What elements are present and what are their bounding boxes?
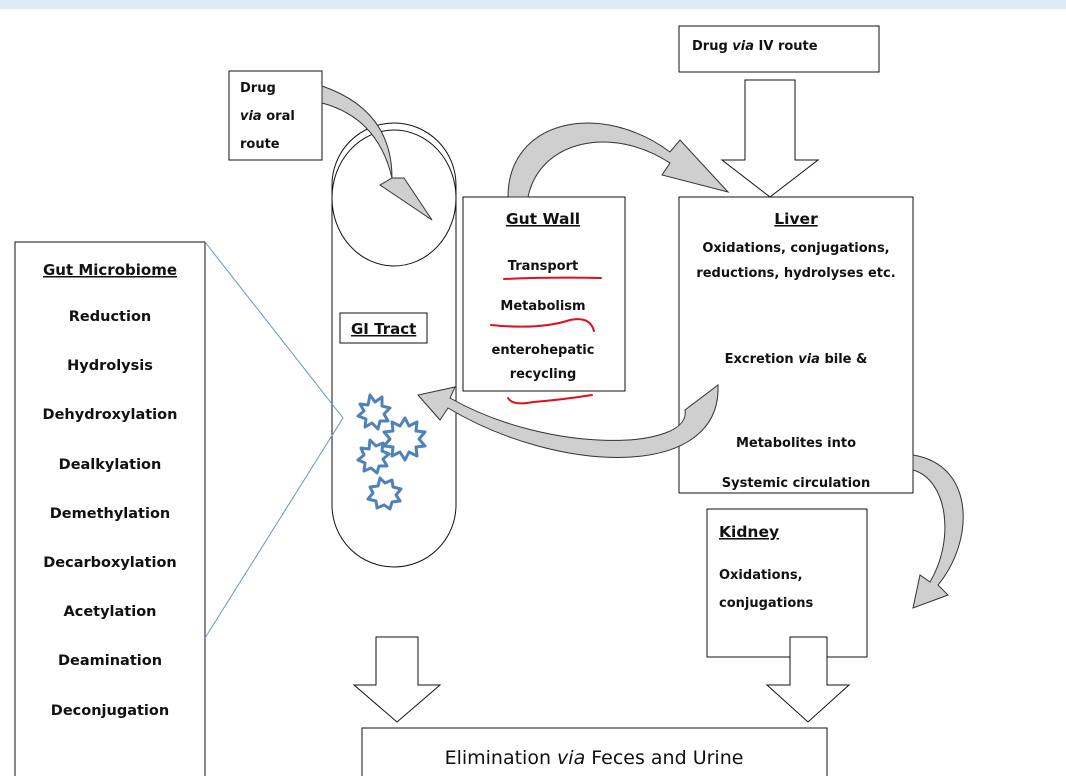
microbiome-item: Acetylation: [64, 604, 157, 620]
microbiome-item: Deamination: [58, 653, 162, 669]
top-bar: [0, 0, 1066, 9]
liver-metabolites: Metabolites into: [736, 436, 856, 451]
gut-microbiome-box: Gut Microbiome ReductionHydrolysisDehydr…: [14, 241, 206, 776]
liver-excretion: Excretion via bile &: [725, 352, 868, 367]
stomach-ellipse: [331, 129, 457, 267]
liver-line2: reductions, hydrolyses etc.: [696, 266, 895, 281]
microbiome-list: ReductionHydrolysisDehydroxylationDealky…: [43, 309, 178, 719]
microbiome-item: Dehydroxylation: [43, 407, 178, 423]
liver-systemic: Systemic circulation: [722, 476, 870, 491]
microbe-4: [366, 476, 403, 511]
oral-line1: Drug: [240, 81, 276, 96]
oral-curved-arrow: [321, 85, 433, 221]
microbiome-connector: [204, 241, 344, 639]
microbiome-item: Demethylation: [50, 506, 170, 522]
liver-title: Liver: [774, 210, 818, 228]
metabolism-underline: [490, 318, 595, 332]
kidney-line1: Oxidations,: [719, 568, 803, 583]
gut-wall-item-metabolism: Metabolism: [500, 299, 585, 314]
gutwall-to-liver-arrow: [507, 122, 730, 198]
microbiome-item: Deconjugation: [51, 703, 169, 719]
oral-route-box: Drug via oral route: [228, 70, 323, 161]
recycling-underline: [507, 394, 593, 405]
kidney-title: Kidney: [719, 523, 779, 541]
kidney-box: Kidney Oxidations, conjugations: [706, 508, 868, 658]
gut-wall-item-transport: Transport: [508, 259, 578, 274]
elimination-label: Elimination via Feces and Urine: [445, 747, 744, 769]
liver-box: Liver Oxidations, conjugations, reductio…: [678, 196, 914, 494]
gut-wall-box: Gut Wall Transport Metabolism enterohepa…: [462, 196, 626, 392]
microbiome-item: Hydrolysis: [67, 358, 153, 374]
gi-tract-label: GI Tract: [351, 320, 416, 338]
gut-wall-item-enterohepatic: enterohepatic: [492, 343, 595, 358]
transport-underline: [503, 276, 602, 280]
iv-label: Drug via IV route: [692, 39, 818, 54]
kidney-down-arrow: [765, 636, 851, 723]
iv-route-box: Drug via IV route: [678, 25, 880, 73]
microbe-2: [382, 416, 427, 462]
microbiome-item: Reduction: [69, 309, 151, 325]
microbe-3: [356, 438, 391, 475]
iv-down-arrow: [720, 79, 820, 198]
liver-line1: Oxidations, conjugations,: [702, 241, 889, 256]
liver-to-gi-arrow: [417, 384, 719, 458]
oral-line3: route: [240, 137, 280, 152]
microbes: [356, 393, 427, 511]
elimination-box: Elimination via Feces and Urine: [361, 727, 828, 776]
kidney-line2: conjugations: [719, 596, 814, 611]
red-annotations: [490, 276, 602, 405]
microbiome-item: Dealkylation: [59, 457, 162, 473]
gut-wall-title: Gut Wall: [506, 210, 580, 228]
liver-to-kidney-arrow: [912, 454, 964, 609]
microbe-1: [356, 393, 392, 431]
oral-line2: via oral: [240, 109, 295, 124]
gut-wall-item-recycling: recycling: [510, 367, 577, 382]
gi-down-arrow: [352, 636, 442, 723]
microbiome-item: Decarboxylation: [43, 555, 177, 571]
microbiome-title: Gut Microbiome: [43, 261, 177, 279]
